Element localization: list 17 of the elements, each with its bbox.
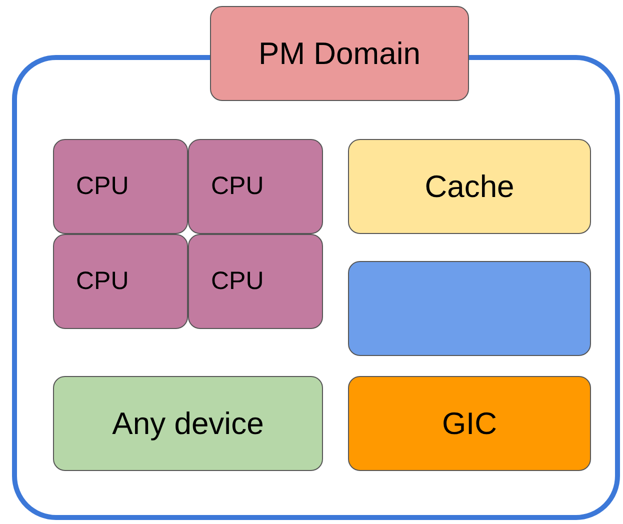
domain-box: [210, 6, 469, 101]
device-box: [53, 376, 323, 471]
component-box: [348, 261, 591, 356]
box-label: Cache: [424, 168, 514, 204]
cache-box: [348, 139, 591, 234]
cpu-box: [188, 139, 323, 234]
cpu-box: [53, 139, 188, 234]
box-label: CPU: [211, 267, 264, 296]
box-label: CPU: [76, 267, 129, 296]
cpu-box: [53, 234, 188, 329]
box-label: PM Domain: [258, 36, 420, 72]
box-label: CPU: [76, 172, 129, 201]
cpu-box: [188, 234, 323, 329]
box-label: Any device: [112, 406, 264, 442]
box-label: CPU: [211, 172, 264, 201]
box-label: GIC: [442, 406, 498, 442]
controller-box: [348, 376, 591, 471]
